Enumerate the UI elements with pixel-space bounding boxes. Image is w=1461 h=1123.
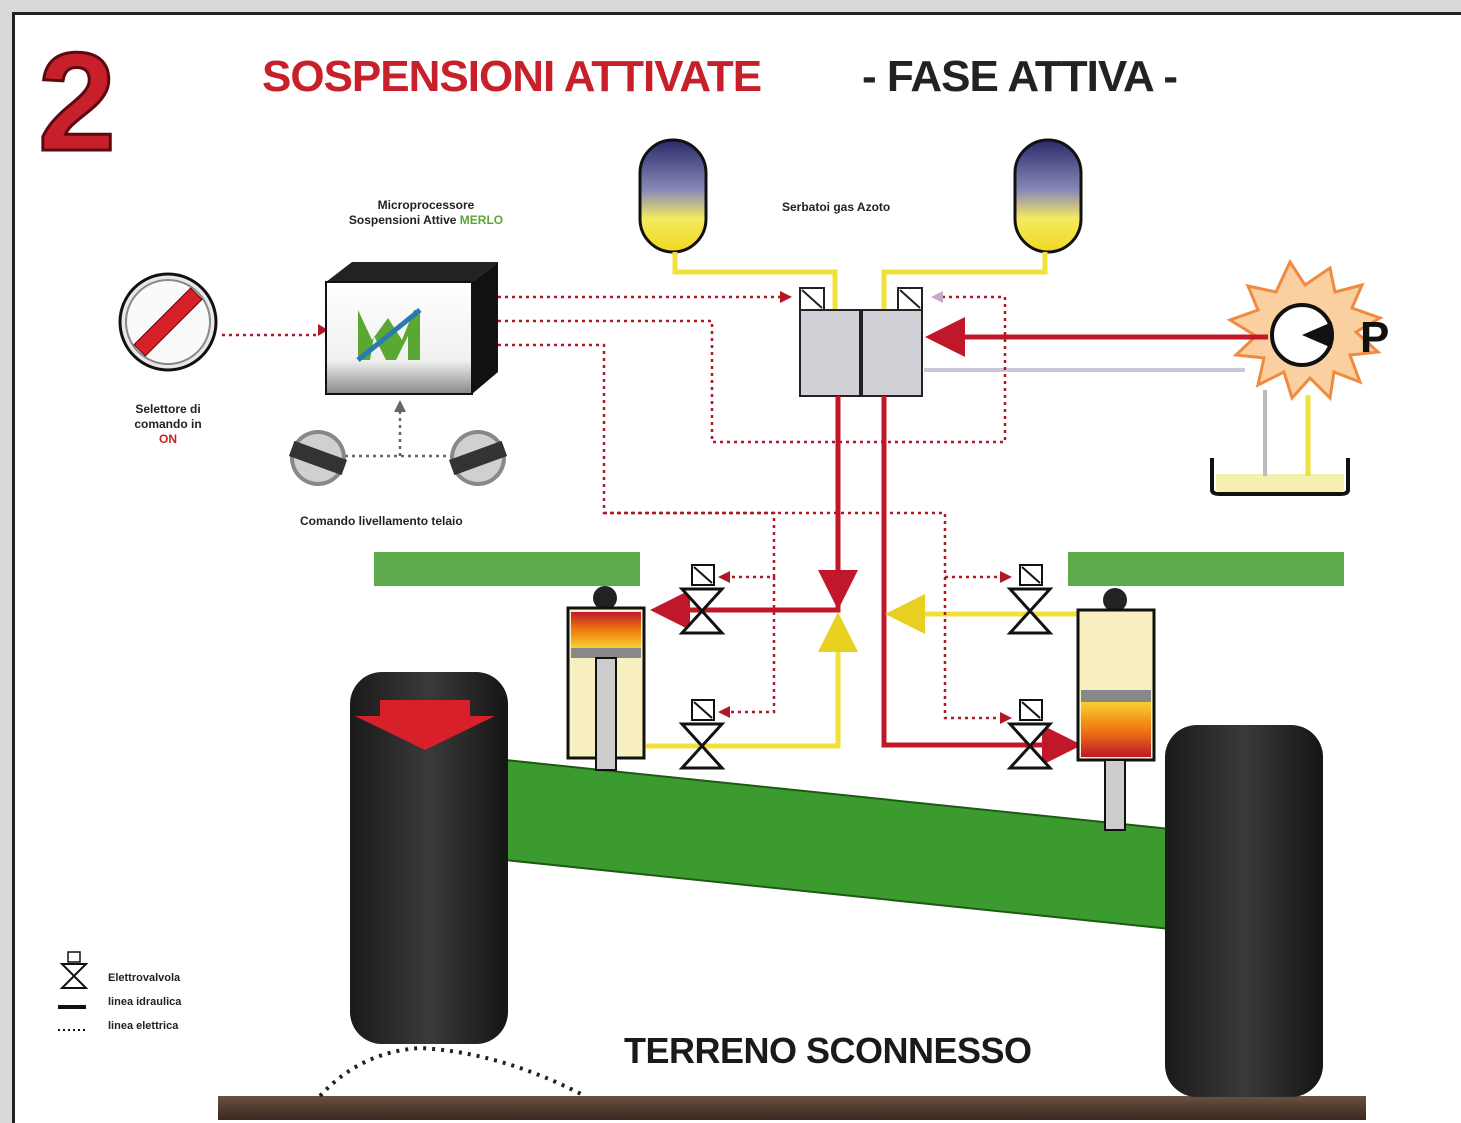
terrain-bump — [318, 1045, 586, 1098]
legend-valve-label: Elettrovalvola — [108, 972, 181, 984]
legend-hydraulic-label: linea idraulica — [108, 996, 182, 1008]
yellow-line — [672, 252, 838, 310]
leveling-knob-right-icon[interactable] — [448, 430, 508, 486]
pump-label: P — [1360, 313, 1389, 362]
yellow-line — [881, 252, 1048, 310]
valve-block-right — [861, 309, 923, 397]
leveling-knob-left-icon[interactable] — [288, 430, 348, 486]
chassis-left — [374, 552, 640, 586]
right-tire — [1165, 725, 1323, 1097]
microprocessor-box — [325, 262, 498, 395]
terrain-label: TERRENO SCONNESSO — [624, 1030, 1032, 1071]
selector-label-line2: comando in — [134, 417, 202, 431]
electric-lines — [222, 295, 1008, 720]
red-line — [881, 396, 1082, 765]
microprocessor-label-line1: Microprocessore — [377, 198, 475, 212]
nitrogen-tank-right — [1013, 138, 1083, 254]
selector-label: Selettore di comando in ON — [110, 402, 226, 447]
oil-reservoir — [1210, 458, 1350, 496]
ground — [218, 1096, 1366, 1120]
nitrogen-tank-left — [638, 138, 708, 254]
axle — [504, 758, 1181, 932]
chassis-right — [1068, 552, 1344, 586]
left-tire — [350, 672, 508, 1044]
yellow-line — [646, 612, 858, 749]
microprocessor-label-line2: Sospensioni Attive MERLO — [316, 213, 536, 228]
valve-icon — [59, 951, 89, 989]
merlo-brand: MERLO — [459, 213, 504, 227]
valve-block-left — [799, 309, 861, 397]
title-sub: - FASE ATTIVA - — [862, 52, 1178, 101]
selector-knob-icon[interactable] — [118, 272, 218, 372]
leveling-label: Comando livellamento telaio — [300, 514, 463, 528]
step-number: 2 — [38, 23, 116, 180]
valve-icon — [1006, 564, 1054, 635]
red-line — [650, 396, 841, 630]
selector-label-line1: Selettore di — [135, 402, 201, 416]
tanks-label: Serbatoi gas Azoto — [782, 200, 891, 214]
load-arrow-icon — [355, 700, 495, 750]
valve-icon — [678, 699, 726, 770]
title-main: SOSPENSIONI ATTIVATE — [262, 52, 762, 101]
legend-electric-label: linea elettrica — [108, 1020, 179, 1032]
selector-state: ON — [159, 432, 177, 446]
microprocessor-label: Microprocessore Sospensioni Attive MERLO — [316, 198, 536, 228]
valve-icon — [678, 564, 726, 635]
valve-icon — [1006, 699, 1054, 770]
microprocessor-label-text: Sospensioni Attive — [348, 213, 457, 227]
